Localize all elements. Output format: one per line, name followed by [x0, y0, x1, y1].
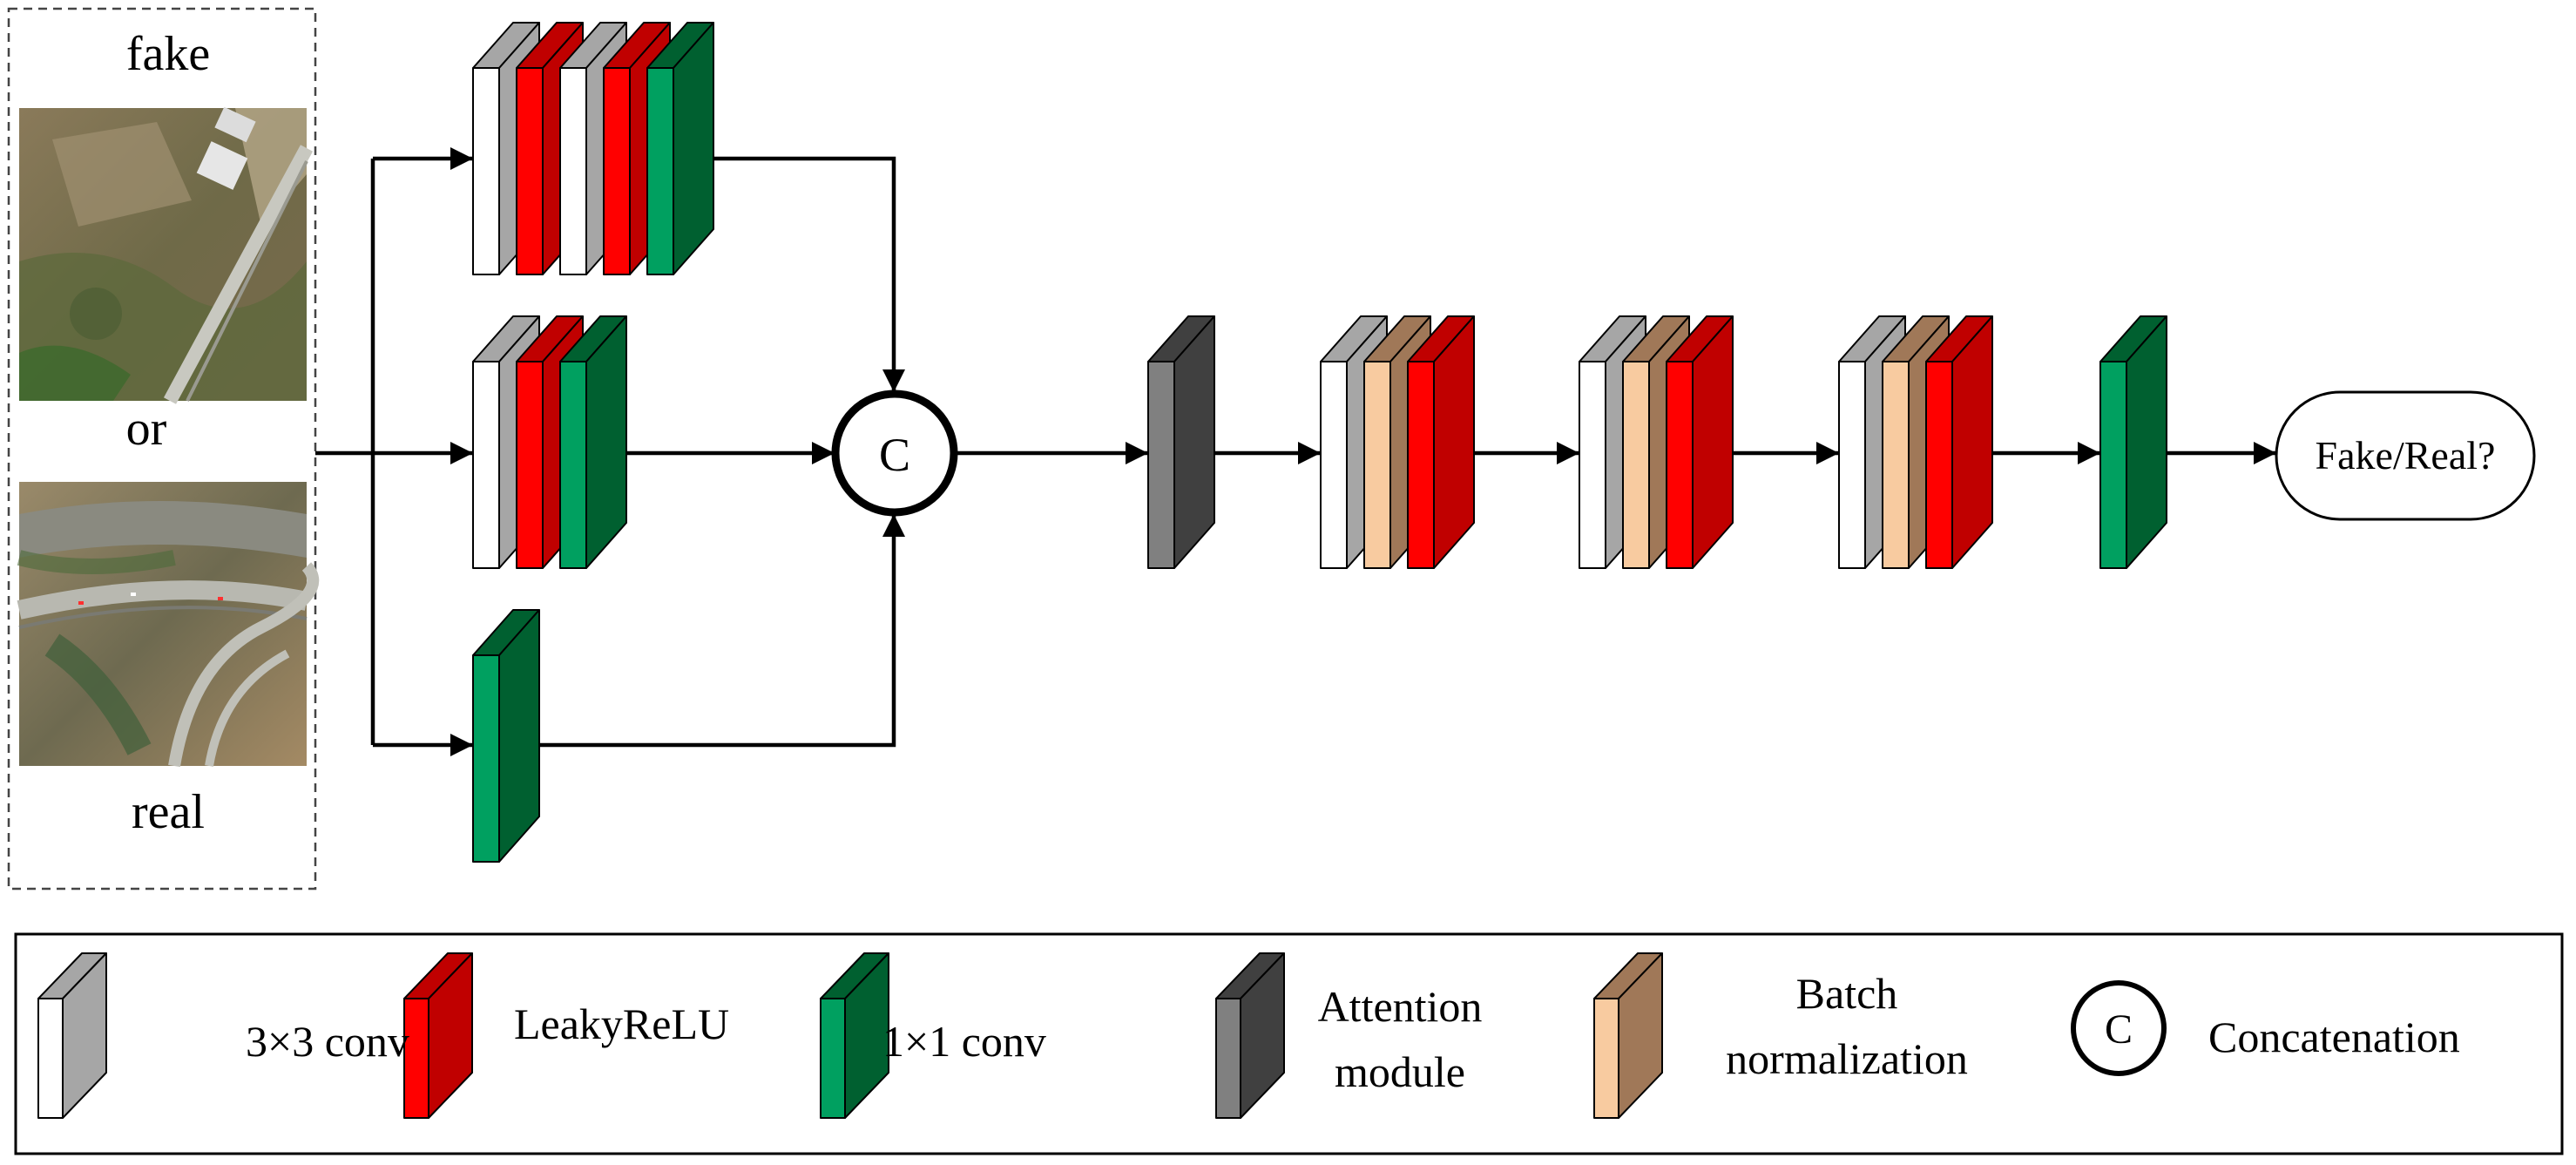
leakyrelu-slab [1925, 315, 1993, 569]
or-label: or [126, 402, 167, 456]
fake-label: fake [126, 27, 210, 81]
concat-node: C [831, 389, 958, 517]
conv1x1-slab [646, 22, 714, 275]
conv1x1-slab [2099, 315, 2167, 569]
legend-bn-line2: normalization [1726, 1034, 1968, 1083]
legend-bn-line1: Batch [1796, 969, 1898, 1018]
conv1x1-slab [472, 609, 540, 863]
connector-lines [315, 147, 2276, 756]
concat-symbol: C [879, 429, 910, 481]
output-label: Fake/Real? [2316, 433, 2496, 478]
batchnorm-slab [1593, 952, 1663, 1119]
legend-concat-symbol: C [2105, 1006, 2133, 1053]
network-blocks [472, 22, 2167, 863]
leakyrelu-slab [1666, 315, 1734, 569]
fake-satellite-image [19, 106, 314, 404]
legend-conv3-label: 3×3 conv [246, 1017, 409, 1066]
input-panel [7, 7, 317, 891]
legend-attention-line1: Attention [1318, 982, 1483, 1031]
conv1x1-slab [820, 952, 889, 1119]
output-node: Fake/Real? [2275, 390, 2536, 521]
legend-frame [14, 932, 2564, 1155]
leakyrelu-slab [403, 952, 473, 1119]
conv1x1-slab [559, 315, 627, 569]
legend-leaky-label: LeakyReLU [514, 999, 729, 1048]
legend-concat-label: Concatenation [2208, 1013, 2460, 1061]
legend-icons [37, 952, 1663, 1119]
arrow-top-to-concat [707, 156, 905, 392]
attention-slab [1147, 315, 1215, 569]
arrow-bottom-to-concat [521, 514, 905, 748]
legend-conv1-label: 1×1 conv [882, 1017, 1046, 1066]
real-satellite-image [17, 482, 320, 768]
real-label: real [132, 785, 205, 839]
legend-concat-icon: C [2071, 980, 2167, 1076]
attention-slab [1215, 952, 1285, 1119]
legend-attention-line2: module [1335, 1047, 1465, 1096]
leakyrelu-slab [1407, 315, 1475, 569]
conv3x3-slab [37, 952, 107, 1119]
